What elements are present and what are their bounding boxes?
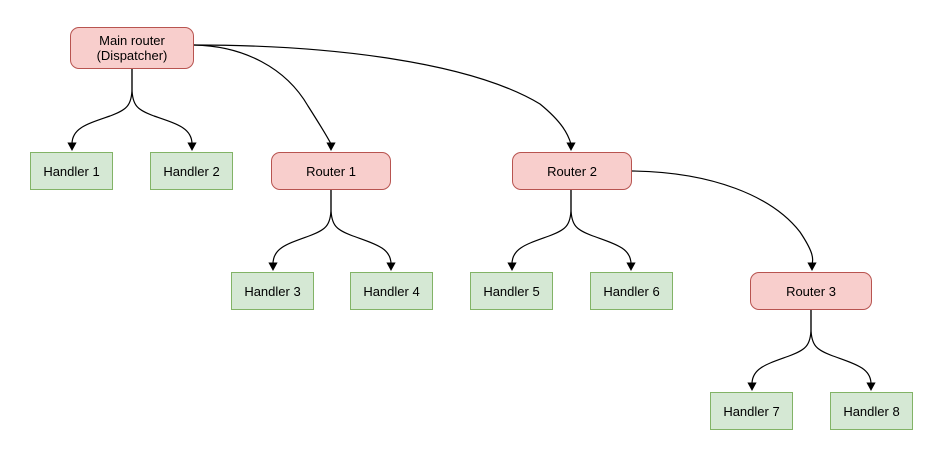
node-label-handler-5: Handler 5 (483, 283, 540, 299)
node-label-router-1: Router 1 (306, 163, 356, 179)
arrow-head-handler-7 (747, 382, 757, 391)
node-handler-1[interactable]: Handler 1 (30, 152, 113, 190)
node-router-2[interactable]: Router 2 (512, 152, 632, 190)
arrow-head-handler-3 (268, 262, 278, 271)
arrow-head-handler-8 (866, 382, 876, 391)
edge-router-2-to-router-3 (631, 170, 814, 265)
arrow-head-router-3 (807, 262, 817, 271)
node-handler-5[interactable]: Handler 5 (470, 272, 553, 310)
edge-main-router-to-handler-1 (71, 68, 133, 145)
edge-router-1-to-handler-4 (330, 189, 392, 265)
node-handler-6[interactable]: Handler 6 (590, 272, 673, 310)
node-handler-3[interactable]: Handler 3 (231, 272, 314, 310)
edge-router-2-to-handler-5 (511, 189, 572, 265)
edge-main-router-to-handler-2 (131, 68, 193, 145)
node-label-handler-4: Handler 4 (363, 283, 420, 299)
edge-router-1-to-handler-3 (272, 189, 332, 265)
node-router-3[interactable]: Router 3 (750, 272, 872, 310)
node-label-handler-1: Handler 1 (43, 163, 100, 179)
node-label-handler-3: Handler 3 (244, 283, 301, 299)
arrow-head-handler-6 (626, 262, 636, 271)
node-main-router[interactable]: Main router (Dispatcher) (70, 27, 194, 69)
node-label-handler-7: Handler 7 (723, 403, 780, 419)
arrow-head-router-2 (566, 142, 576, 151)
node-label-handler-8: Handler 8 (843, 403, 900, 419)
edge-main-router-to-router-2 (193, 44, 572, 145)
edge-router-3-to-handler-8 (810, 309, 872, 385)
node-label-handler-6: Handler 6 (603, 283, 660, 299)
arrow-head-handler-4 (386, 262, 396, 271)
node-label-router-2: Router 2 (547, 163, 597, 179)
node-handler-4[interactable]: Handler 4 (350, 272, 433, 310)
arrow-head-router-1 (326, 142, 336, 151)
node-router-1[interactable]: Router 1 (271, 152, 391, 190)
node-handler-8[interactable]: Handler 8 (830, 392, 913, 430)
edge-router-3-to-handler-7 (751, 309, 812, 385)
node-handler-2[interactable]: Handler 2 (150, 152, 233, 190)
node-label-main-router: Main router (Dispatcher) (96, 33, 168, 63)
arrow-head-handler-5 (507, 262, 517, 271)
node-label-router-3: Router 3 (786, 283, 836, 299)
arrow-head-handler-1 (67, 142, 77, 151)
arrow-head-handler-2 (187, 142, 197, 151)
edge-router-2-to-handler-6 (570, 189, 632, 265)
edge-main-router-to-router-1 (193, 44, 332, 145)
node-handler-7[interactable]: Handler 7 (710, 392, 793, 430)
node-label-handler-2: Handler 2 (163, 163, 220, 179)
